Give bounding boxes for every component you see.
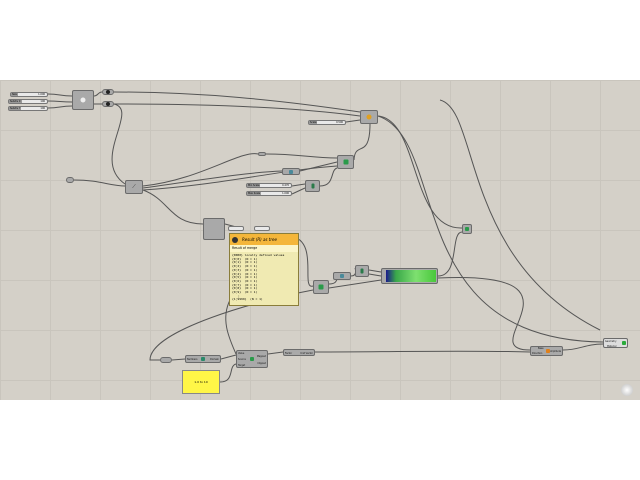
- mesh-param[interactable]: [102, 89, 114, 95]
- param-icon: [232, 236, 238, 243]
- range-component[interactable]: [305, 180, 320, 192]
- result-tooltip: Result (R) as tree Result of merge {0000…: [229, 233, 299, 306]
- tree-branch-line: {1;9999} (N = 1): [232, 297, 263, 302]
- series-component[interactable]: [355, 265, 369, 277]
- scale-component[interactable]: [360, 110, 378, 124]
- number-param[interactable]: [160, 357, 172, 363]
- flatten-icon: [340, 274, 344, 278]
- list-icon: [289, 169, 293, 174]
- tree-branch-line: {0;7} (N = 1): [232, 282, 258, 287]
- geometry-icon: [106, 102, 110, 106]
- relay[interactable]: [258, 152, 266, 156]
- gradient-component[interactable]: [381, 268, 438, 284]
- list-component[interactable]: [282, 168, 300, 175]
- point-param[interactable]: [66, 177, 74, 183]
- sun-icon: [366, 114, 372, 120]
- bounds-icon: [201, 357, 205, 361]
- bounds-component[interactable]: Numbers Domain: [185, 355, 221, 363]
- amplitude-component[interactable]: Factor Unit Vector: [283, 349, 315, 356]
- tooltip-title: Result (R) as tree: [242, 237, 277, 242]
- split-icon: ⟋: [132, 184, 136, 190]
- tooltip-tree-list: {0000} locally defined values{0;0} (N = …: [232, 253, 296, 302]
- preview-component[interactable]: Geometry Material: [603, 338, 628, 348]
- tree-branch-line: {0000} locally defined values: [232, 253, 285, 257]
- deconstruct-component[interactable]: ⟋: [125, 180, 143, 194]
- navigation-widget-icon[interactable]: [621, 384, 633, 396]
- mesh-plane-component[interactable]: [72, 90, 94, 110]
- tree-branch-line: {0;0} (N = 1): [232, 256, 258, 261]
- tree-branch-line: ⋮: [232, 293, 241, 298]
- preview-component-top[interactable]: [462, 224, 472, 234]
- move-icon: [546, 349, 551, 353]
- value-list-b[interactable]: [254, 226, 270, 231]
- series-icon: [360, 268, 364, 274]
- flatten-component[interactable]: [333, 272, 351, 280]
- tree-branch-line: {0;9} (N = 1): [232, 290, 258, 295]
- list-item-component[interactable]: [203, 218, 225, 240]
- swatch-icon: [621, 341, 626, 345]
- remap-icon: [250, 357, 254, 361]
- value-list-a[interactable]: [228, 226, 244, 231]
- text-panel[interactable]: 1.0 to 10: [182, 370, 220, 394]
- tree-branch-line: {0;6} (N = 1): [232, 278, 258, 283]
- range-icon: [311, 183, 314, 189]
- remap-component[interactable]: Value Source Target Mapped Clipped: [236, 350, 268, 368]
- preview-icon: [465, 227, 469, 231]
- plane-icon: [80, 97, 86, 103]
- merge-component[interactable]: [313, 280, 329, 294]
- tooltip-subtitle: Result of merge: [230, 245, 298, 252]
- tree-branch-line: {0;2} (N = 1): [232, 264, 258, 269]
- tree-branch-line: {0;1} (N = 1): [232, 260, 258, 265]
- move-component[interactable]: Base Direction Amplitude: [530, 346, 563, 356]
- merge-component-top[interactable]: [337, 155, 354, 169]
- merge-icon: [318, 284, 324, 290]
- tree-branch-line: {0;3} (N = 1): [232, 267, 258, 272]
- tree-branch-line: {0;4} (N = 1): [232, 271, 258, 276]
- gradient-bar[interactable]: [386, 270, 436, 282]
- geometry-param[interactable]: [102, 101, 114, 107]
- merge-icon: [343, 159, 348, 165]
- tree-branch-line: {0;8} (N = 1): [232, 286, 258, 291]
- tree-branch-line: {0;5} (N = 1): [232, 275, 258, 280]
- mesh-icon: [106, 90, 110, 94]
